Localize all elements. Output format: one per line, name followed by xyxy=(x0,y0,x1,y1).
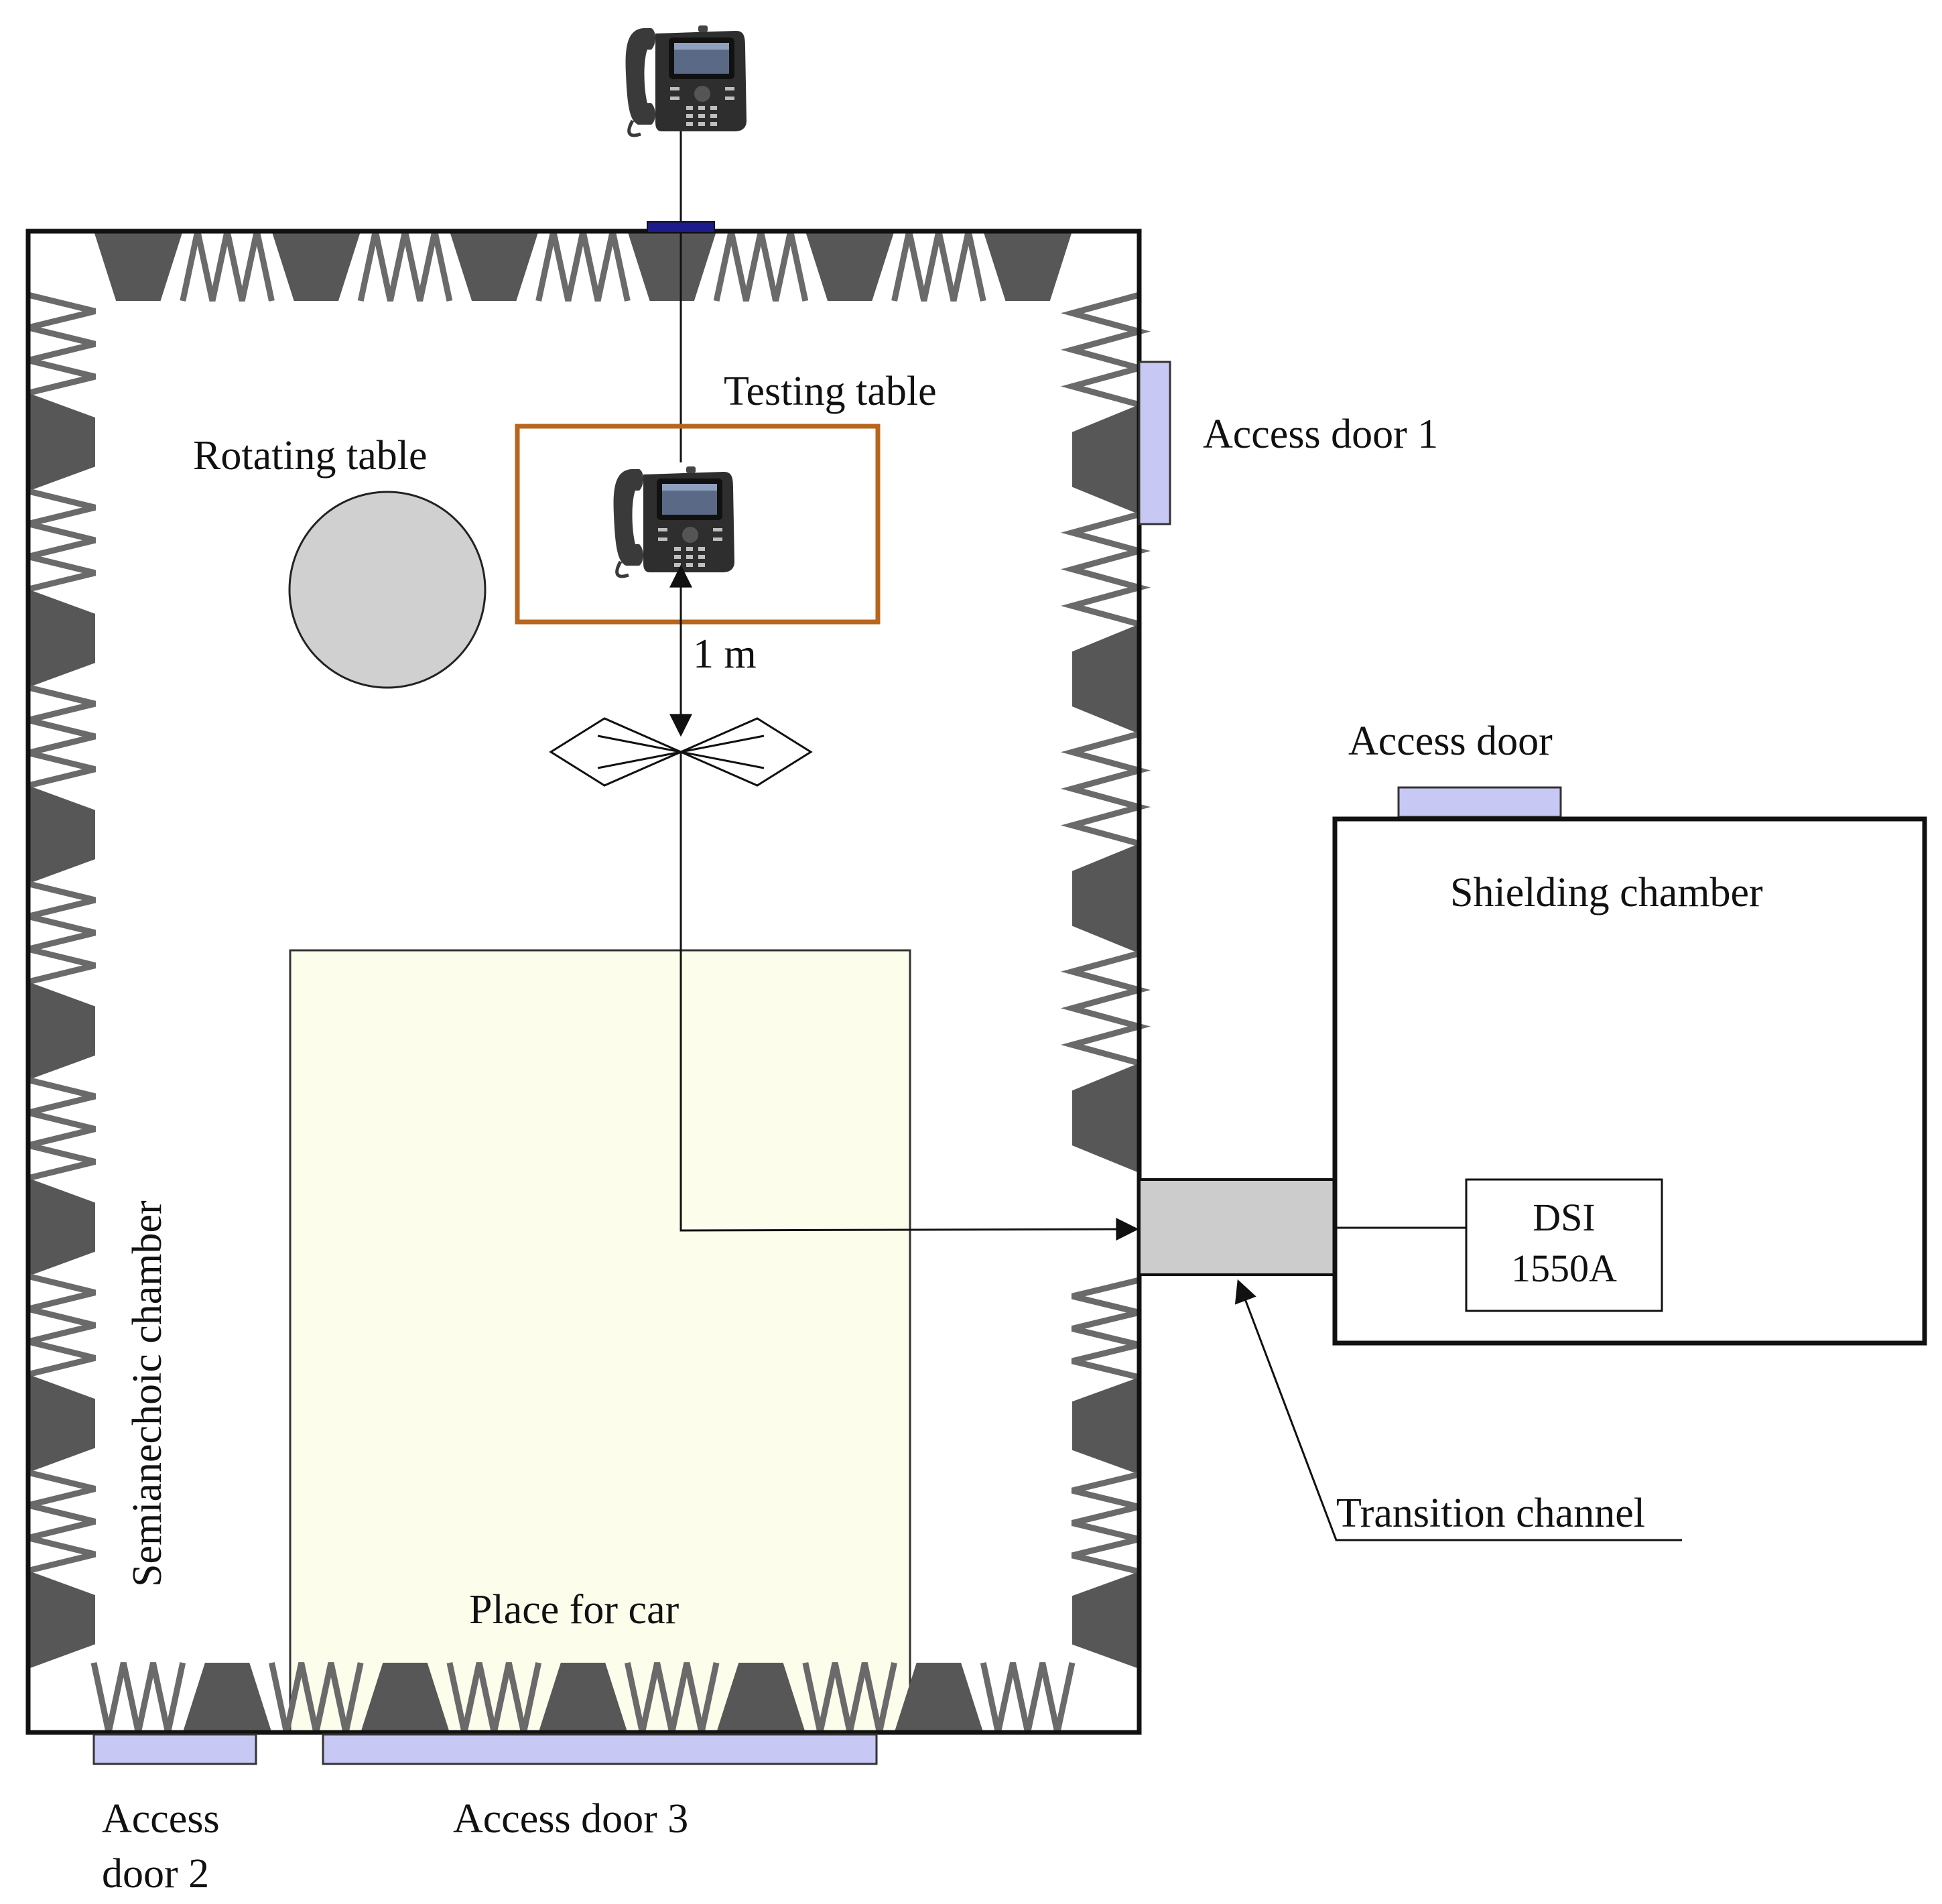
absorber-wedge xyxy=(1072,843,1139,954)
absorber-wedge xyxy=(538,1663,628,1732)
absorbers-left xyxy=(27,292,96,1669)
antenna-cable xyxy=(679,752,1139,1241)
absorber-wedge xyxy=(716,1663,805,1732)
access-door-shielding[interactable] xyxy=(1397,786,1562,818)
rotating-table xyxy=(288,491,487,689)
absorber-wedge xyxy=(28,982,95,1080)
absorber-wedge xyxy=(28,1178,95,1277)
absorber-zigzag xyxy=(27,488,96,592)
access-door-2-label-line2: door 2 xyxy=(102,1851,209,1897)
transition-channel-label: Transition channel xyxy=(1336,1490,1645,1536)
absorber-zigzag xyxy=(1060,292,1151,408)
shielding-chamber-label: Shielding chamber xyxy=(1450,870,1763,915)
absorber-zigzag xyxy=(180,231,275,302)
distance-label: 1 m xyxy=(693,631,757,677)
absorber-zigzag xyxy=(27,1273,96,1378)
transition-channel xyxy=(1138,1178,1336,1276)
absorber-zigzag xyxy=(357,231,453,302)
absorber-wedge xyxy=(28,785,95,884)
absorber-wedge xyxy=(449,231,539,301)
absorber-zigzag xyxy=(980,1662,1076,1733)
absorber-zigzag xyxy=(891,231,986,302)
desk-phone-icon xyxy=(614,466,734,576)
desk-phone-icon xyxy=(626,25,747,135)
absorber-zigzag xyxy=(27,292,96,396)
absorber-wedge xyxy=(361,1663,450,1732)
absorber-wedge xyxy=(627,231,717,301)
testing-table-label: Testing table xyxy=(724,369,937,414)
absorber-zigzag xyxy=(1060,950,1151,1066)
absorber-wedge xyxy=(94,231,183,301)
absorber-zigzag xyxy=(713,231,809,302)
absorber-zigzag xyxy=(1060,731,1151,847)
absorber-wedge xyxy=(1072,624,1139,734)
absorber-wedge xyxy=(1072,404,1139,515)
absorber-wedge xyxy=(28,1570,95,1669)
absorber-wedge xyxy=(28,589,95,688)
absorber-wedge xyxy=(805,231,895,301)
rotating-table-label: Rotating table xyxy=(193,433,428,479)
absorber-wedge xyxy=(28,393,95,491)
absorber-zigzag xyxy=(1071,1277,1141,1381)
absorber-zigzag xyxy=(27,684,96,789)
absorber-zigzag xyxy=(1060,511,1151,627)
absorber-zigzag xyxy=(90,1662,186,1733)
semianechoic-chamber-wall xyxy=(25,229,1142,1735)
semianechoic-chamber-label: Semianechoic chamber xyxy=(125,1200,170,1587)
place-for-car-label: Place for car xyxy=(469,1587,679,1633)
testing-table xyxy=(515,424,881,625)
access-door-label: Access door xyxy=(1348,718,1553,764)
absorber-wedge xyxy=(28,1374,95,1473)
absorber-wedge xyxy=(1072,1572,1139,1669)
dsi-label-line1: DSI xyxy=(1533,1196,1595,1239)
absorber-wedge xyxy=(271,231,361,301)
shielding-chamber xyxy=(1332,816,1927,1346)
access-door-2-label-line1: Access xyxy=(102,1796,220,1842)
transition-channel-pointer xyxy=(1234,1279,1682,1541)
absorbers-top xyxy=(94,231,1072,302)
absorber-wedge xyxy=(182,1663,272,1732)
absorber-wedge xyxy=(1072,1377,1139,1474)
absorber-wedge xyxy=(1072,1063,1139,1173)
absorber-zigzag xyxy=(27,1469,96,1574)
biconical-antenna-icon xyxy=(549,717,813,787)
absorbers-bottom xyxy=(90,1662,1076,1733)
access-door-3[interactable] xyxy=(322,1733,878,1765)
access-door-1-label: Access door 1 xyxy=(1203,411,1438,457)
cable-feedthrough xyxy=(647,221,715,233)
absorber-zigzag xyxy=(27,1077,96,1182)
dsi-1550a-box xyxy=(1465,1178,1663,1312)
absorber-zigzag xyxy=(27,881,96,985)
access-door-2[interactable] xyxy=(92,1733,257,1765)
car-area xyxy=(289,949,911,1734)
absorber-zigzag xyxy=(535,231,631,302)
absorber-zigzag xyxy=(1071,1471,1141,1575)
absorber-wedge xyxy=(894,1663,984,1732)
absorber-wedge xyxy=(983,231,1072,301)
access-door-3-label: Access door 3 xyxy=(453,1796,688,1842)
access-door-1[interactable] xyxy=(1138,361,1171,525)
absorbers-right xyxy=(1060,292,1151,1669)
dsi-label-line2: 1550A xyxy=(1511,1247,1617,1290)
